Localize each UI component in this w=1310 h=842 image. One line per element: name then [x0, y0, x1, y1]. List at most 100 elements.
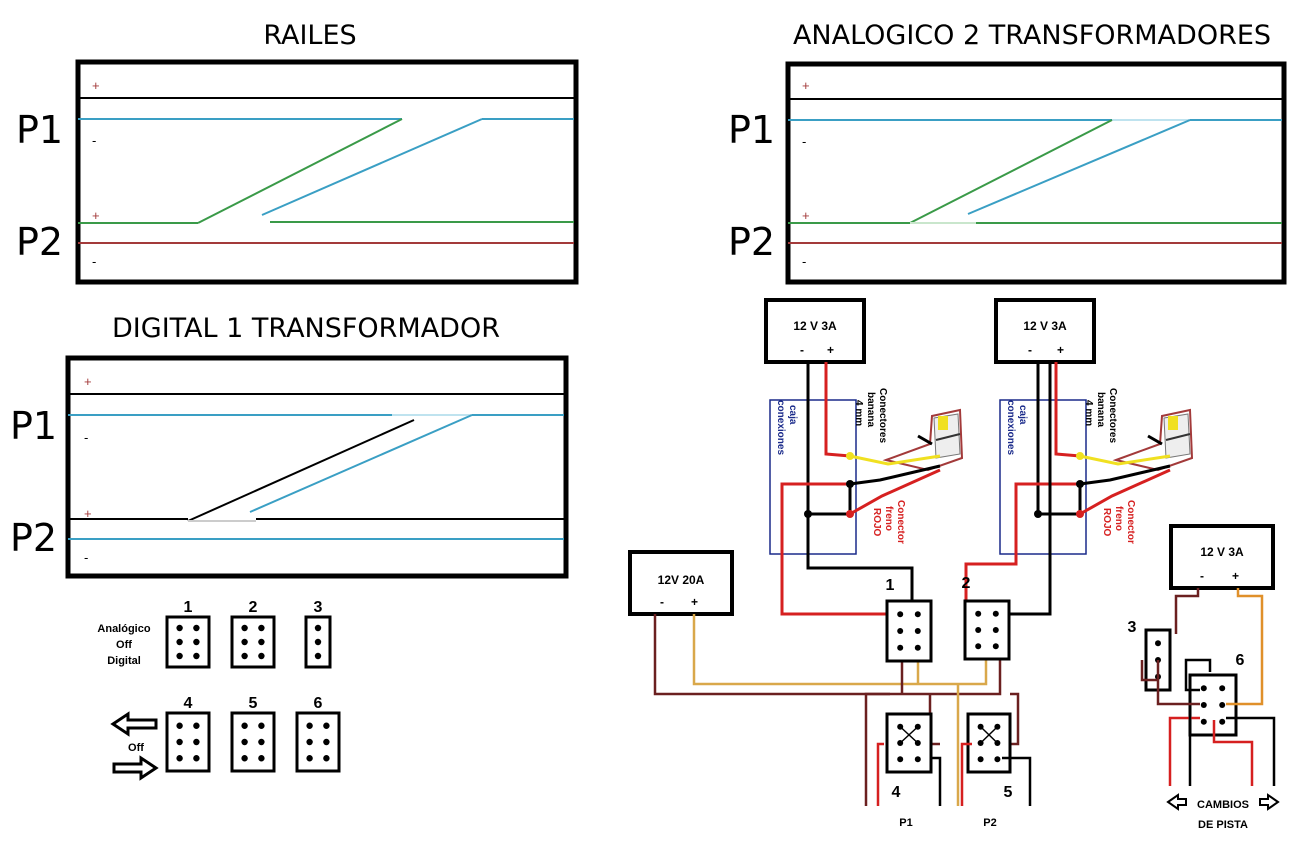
psu-neg: -: [660, 595, 664, 609]
track-panel-analog: [785, 61, 1287, 285]
psu-neg: -: [800, 343, 804, 357]
de-pista-label: DE PISTA: [1198, 819, 1248, 831]
switch-pin: [306, 722, 313, 729]
lane-label-p2: P2: [10, 516, 57, 560]
sign-minus: -: [92, 254, 96, 269]
sign-plus: +: [92, 78, 100, 93]
switch-pin: [258, 738, 265, 746]
switch-pin: [193, 738, 200, 746]
switch-pin: [1219, 718, 1226, 725]
switch-pin: [1200, 685, 1207, 692]
conexiones-label: conexiones: [1005, 400, 1016, 455]
legend-switches: 1 2 3 4 5 6: [165, 599, 341, 773]
conexiones-label: conexiones: [775, 400, 786, 455]
controller-icon: [1112, 408, 1194, 472]
switch-pin: [914, 756, 921, 763]
switch-number: 1: [184, 599, 193, 616]
wires-a2: [964, 362, 1171, 616]
switch-pin: [193, 624, 200, 632]
switch-pin: [897, 628, 904, 634]
switch-pin: [314, 652, 322, 660]
rojo-label: ROJO: [871, 508, 882, 537]
caja-label: caja: [1017, 405, 1028, 425]
switch-number: 3: [1128, 619, 1137, 636]
switch-number: 1: [886, 577, 895, 594]
cambios-label: CAMBIOS: [1197, 799, 1249, 811]
switch-pin: [975, 610, 982, 617]
switch-pin: [176, 738, 183, 746]
switch-number: 3: [314, 599, 323, 616]
conectores-label: Conectores: [877, 388, 888, 443]
switch-pin: [975, 627, 982, 633]
rojo-label: ROJO: [1101, 508, 1112, 537]
switch-pin: [897, 756, 904, 763]
switch-pin: [241, 638, 248, 646]
switch-pin: [241, 738, 248, 746]
switch-pin: [176, 755, 183, 762]
sign-plus: +: [84, 506, 92, 521]
wire-switch: [966, 712, 1012, 774]
sign-plus: +: [84, 374, 92, 389]
switch-pin: [258, 638, 265, 646]
banana-label: banana: [1095, 392, 1106, 427]
switch-pin: [992, 627, 999, 633]
arrow-right-icon: [1259, 793, 1280, 811]
switch-pin: [914, 644, 921, 651]
sign-plus: +: [92, 208, 100, 223]
switch-pin: [258, 652, 265, 660]
switch-number: 4: [184, 695, 193, 712]
wires-outputs: [876, 742, 1032, 806]
caja-conexiones-2: [999, 399, 1087, 555]
legend-switch: 1: [165, 599, 211, 669]
title-analogico: ANALOGICO 2 TRANSFORMADORES: [793, 20, 1271, 51]
switch-pin: [176, 624, 183, 632]
conectores-label: Conectores: [1107, 388, 1118, 443]
switch-pin: [323, 755, 330, 762]
wire-switch: [885, 599, 933, 663]
switch-pin: [977, 756, 984, 763]
conector-label: Conector: [1125, 500, 1136, 544]
lane-label-p2: P2: [728, 220, 775, 264]
title-digital: DIGITAL 1 TRANSFORMADOR: [112, 313, 500, 344]
sign-minus: -: [84, 430, 88, 445]
sign-plus: +: [802, 208, 810, 223]
sign-plus: +: [802, 78, 810, 93]
mm-label: 4 mm: [853, 400, 864, 426]
switch-pin: [1200, 702, 1207, 708]
psu-pos: +: [827, 343, 834, 357]
wires-cambios: [1140, 588, 1276, 786]
wires-a1: [780, 362, 941, 616]
switch-pin: [994, 756, 1001, 763]
psu-a1: [764, 298, 866, 364]
switch-number: 6: [1236, 652, 1245, 669]
switch-number: 2: [962, 575, 971, 592]
switch-pin: [176, 638, 183, 646]
switch-pin: [975, 643, 982, 650]
freno-label: freno: [883, 506, 894, 531]
legend-switch: 5: [230, 695, 276, 773]
switch-pin: [241, 755, 248, 762]
switch-pin: [241, 624, 248, 632]
switch-pin: [258, 722, 265, 729]
lane-label-p2: P2: [16, 220, 63, 264]
switch-pin: [193, 638, 200, 646]
legend-off-4: Off: [128, 742, 144, 754]
switch-number: 5: [1004, 784, 1013, 801]
switch-number: 6: [314, 695, 323, 712]
psu-a2-label: 12 V 3A: [1023, 319, 1067, 333]
switch-pin: [992, 643, 999, 650]
output-p2: P2: [983, 817, 996, 829]
wire-switch: [963, 599, 1011, 661]
legend-switch: 4: [165, 695, 211, 773]
legend-switch: 2: [230, 599, 276, 669]
switch-number: 4: [892, 784, 901, 801]
switch-pin: [914, 628, 921, 634]
psu-pos: +: [1232, 569, 1239, 583]
sign-minus: -: [802, 254, 806, 269]
switch-pin: [1219, 702, 1226, 708]
switch-pin: [323, 738, 330, 746]
switch-pin: [897, 644, 904, 651]
switch-pin: [193, 722, 200, 729]
switch-pin: [1219, 685, 1226, 692]
